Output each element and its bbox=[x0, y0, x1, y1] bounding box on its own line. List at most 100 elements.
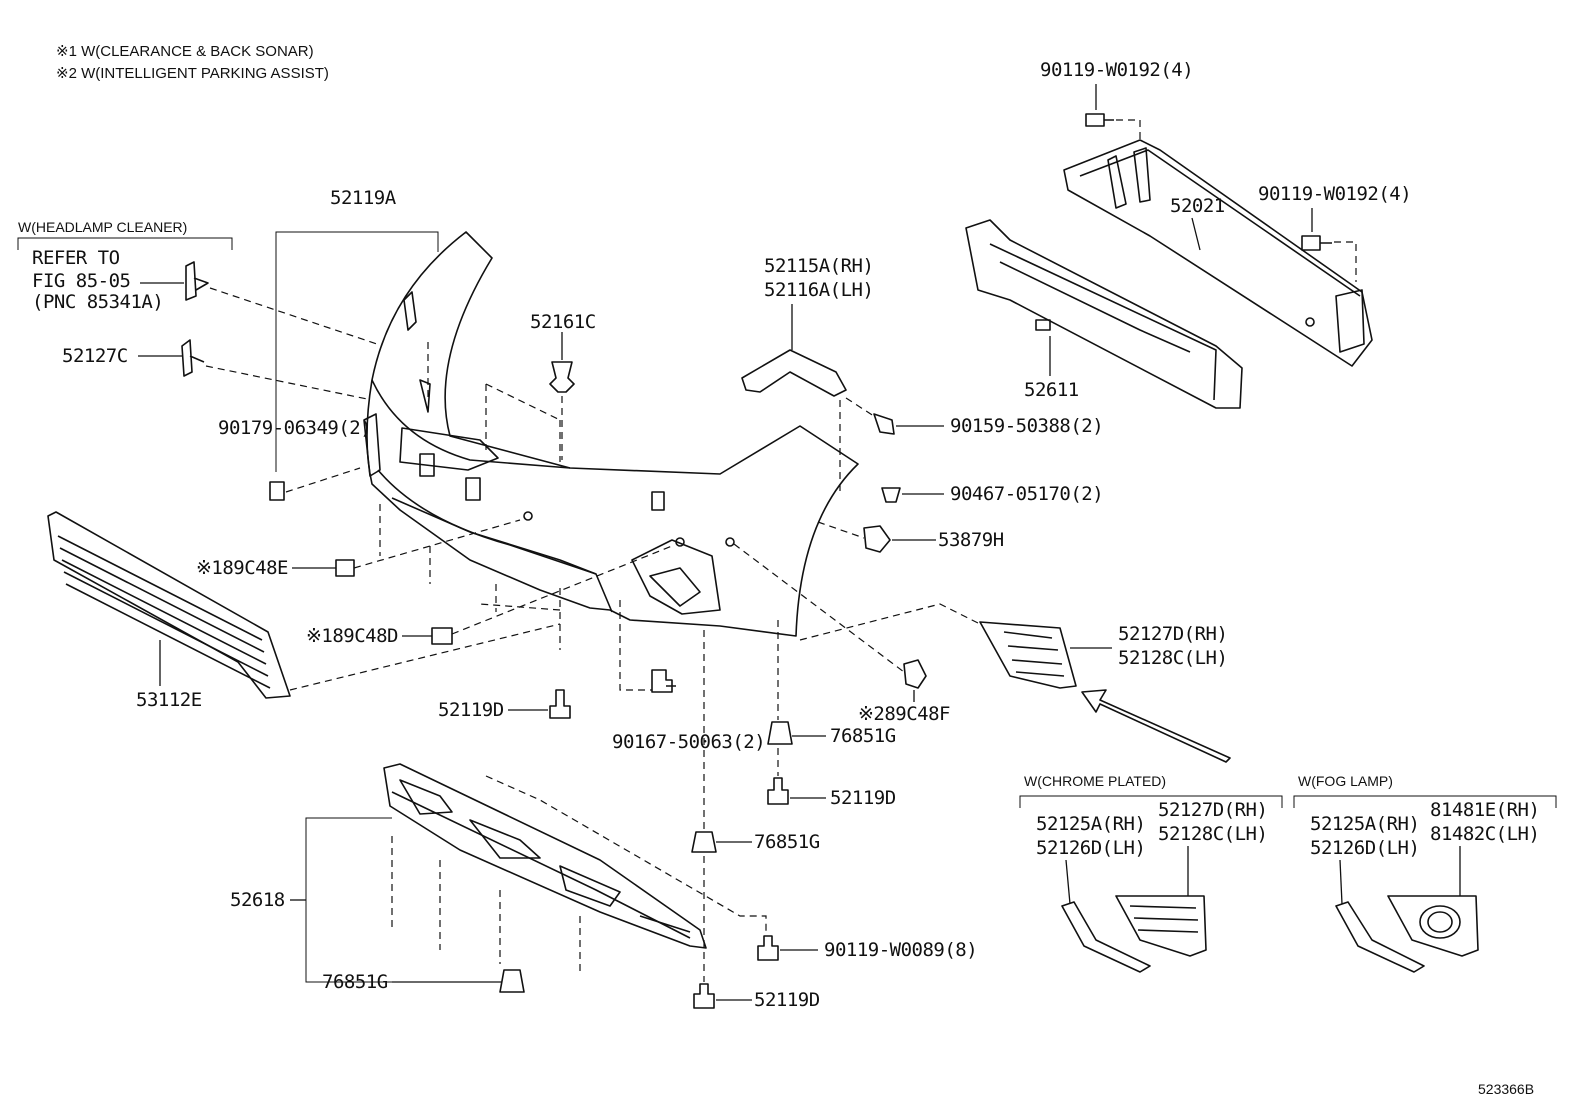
label-52127D-main: 52127D(RH) bbox=[1118, 623, 1227, 645]
label-52119D-a: 52119D bbox=[438, 699, 504, 721]
label-52119D-c: 52119D bbox=[754, 989, 820, 1011]
bolt-90119-right-part bbox=[1301, 235, 1332, 251]
dash-52127D bbox=[799, 603, 981, 641]
reinforcement-52021-part bbox=[1063, 139, 1373, 367]
label-52618: 52618 bbox=[230, 889, 285, 911]
bracket-chrome-plated bbox=[1019, 795, 1283, 808]
grille-53112E-part bbox=[47, 511, 291, 699]
label-52115A: 52115A(RH) bbox=[764, 255, 873, 277]
label-189C48D: ※189C48D bbox=[306, 625, 398, 647]
label-289C48F: ※289C48F bbox=[858, 703, 950, 725]
dash-53879H bbox=[817, 521, 865, 539]
label-52127C: 52127C bbox=[62, 345, 128, 367]
label-53879H: 53879H bbox=[938, 529, 1004, 551]
fog-trim-52125A-part bbox=[1335, 901, 1425, 973]
label-fog-81481E: 81481E(RH) bbox=[1430, 799, 1539, 821]
cover-52127C-part bbox=[181, 339, 205, 377]
fog-bezel-81481E-part bbox=[1387, 895, 1479, 957]
label-90119-w0089: 90119-W0089(8) bbox=[824, 939, 977, 961]
dash-189C48D bbox=[451, 545, 673, 635]
label-fog-52125A: 52125A(RH) bbox=[1310, 813, 1419, 835]
label-chrome-52128C: 52128C(LH) bbox=[1158, 823, 1267, 845]
refer-line-2: FIG 85-05 bbox=[32, 270, 130, 292]
group-fog-lamp: W(FOG LAMP) bbox=[1298, 773, 1393, 789]
label-90167: 90167-50063(2) bbox=[612, 731, 765, 753]
clip-76851G-c-part bbox=[499, 969, 525, 993]
washer-nozzle-part bbox=[185, 261, 209, 301]
screw-90119-w0089-part bbox=[757, 935, 779, 961]
bolt-90119-top-part bbox=[1085, 113, 1114, 127]
screw-90167-part bbox=[651, 669, 676, 693]
label-76851G-c: 76851G bbox=[322, 971, 388, 993]
label-52119A: 52119A bbox=[330, 187, 397, 209]
dash-under-cover bbox=[391, 775, 767, 974]
arrow-to-bezel bbox=[1081, 689, 1231, 763]
dash-53112E bbox=[289, 623, 561, 691]
chrome-bezel-52127D-part bbox=[1115, 895, 1207, 957]
label-fog-81482C: 81482C(LH) bbox=[1430, 823, 1539, 845]
screw-52119D-c-part bbox=[693, 983, 715, 1009]
leader-52021 bbox=[1191, 217, 1201, 251]
label-52611: 52611 bbox=[1024, 379, 1079, 401]
bracket-headlamp-cleaner bbox=[17, 237, 233, 250]
retainer-53879H-part bbox=[863, 525, 891, 553]
label-76851G-a: 76851G bbox=[830, 725, 896, 747]
label-chrome-52125A: 52125A(RH) bbox=[1036, 813, 1145, 835]
label-chrome-52126D: 52126D(LH) bbox=[1036, 837, 1145, 859]
dash-refer bbox=[209, 287, 381, 346]
dash-189C48E bbox=[353, 519, 521, 569]
group-chrome-plated: W(CHROME PLATED) bbox=[1024, 773, 1166, 789]
under-cover-52618-part bbox=[383, 763, 707, 949]
bracket-52618 bbox=[305, 817, 392, 983]
label-fog-52126D: 52126D(LH) bbox=[1310, 837, 1419, 859]
figure-id: 523366B bbox=[1478, 1081, 1534, 1097]
dash-bumper-lower bbox=[379, 504, 561, 650]
sensor-289C48F-part bbox=[903, 659, 927, 689]
dash-bumper-clips bbox=[427, 342, 561, 462]
bracket-52119A bbox=[275, 231, 439, 472]
nut-90467-part bbox=[881, 487, 901, 503]
note-clearance-sonar: ※1 W(CLEARANCE & BACK SONAR) bbox=[56, 43, 314, 60]
bezel-52127D-part bbox=[979, 621, 1077, 689]
dash-52115A bbox=[839, 397, 881, 492]
dash-90179 bbox=[285, 467, 361, 493]
leader-chrome-52125A bbox=[1065, 859, 1071, 905]
group-headlamp-cleaner: W(HEADLAMP CLEANER) bbox=[18, 219, 187, 235]
chrome-trim-52125A-part bbox=[1061, 901, 1151, 973]
leader-fog-52125A bbox=[1339, 859, 1343, 905]
label-90119-right: 90119-W0192(4) bbox=[1258, 183, 1411, 205]
label-52161C: 52161C bbox=[530, 311, 596, 333]
label-90159: 90159-50388(2) bbox=[950, 415, 1103, 437]
dash-90119-right bbox=[1334, 241, 1357, 282]
label-76851G-b: 76851G bbox=[754, 831, 820, 853]
label-52119D-b: 52119D bbox=[830, 787, 896, 809]
bumper-cover-part bbox=[363, 231, 859, 637]
label-52021: 52021 bbox=[1170, 195, 1225, 217]
label-52128C-main: 52128C(LH) bbox=[1118, 647, 1227, 669]
dash-52127C bbox=[205, 365, 373, 401]
clip-76851G-b-part bbox=[691, 831, 717, 853]
label-53112E: 53112E bbox=[136, 689, 202, 711]
label-chrome-52127D: 52127D(RH) bbox=[1158, 799, 1267, 821]
dash-90167 bbox=[619, 600, 652, 691]
dash-90119-top bbox=[1116, 119, 1141, 152]
label-90467: 90467-05170(2) bbox=[950, 483, 1103, 505]
label-189C48E: ※189C48E bbox=[196, 557, 288, 579]
clip-52161C-part bbox=[549, 361, 575, 393]
bracket-fog-lamp bbox=[1293, 795, 1557, 808]
note-parking-assist: ※2 W(INTELLIGENT PARKING ASSIST) bbox=[56, 65, 329, 82]
sensor-189C48E-part bbox=[335, 559, 355, 577]
label-52116A: 52116A(LH) bbox=[764, 279, 873, 301]
refer-line-3: (PNC 85341A) bbox=[32, 291, 163, 313]
bracket-52115A-part bbox=[741, 349, 847, 397]
clip-90179-part bbox=[269, 481, 285, 501]
label-90179: 90179-06349(2) bbox=[218, 417, 371, 439]
sensor-189C48D-part bbox=[431, 627, 453, 645]
refer-line-1: REFER TO bbox=[32, 247, 120, 269]
screw-52119D-a-part bbox=[549, 689, 571, 719]
label-90119-top: 90119-W0192(4) bbox=[1040, 59, 1193, 81]
clip-76851G-a-part bbox=[767, 721, 793, 745]
absorber-52611-part bbox=[965, 219, 1243, 409]
